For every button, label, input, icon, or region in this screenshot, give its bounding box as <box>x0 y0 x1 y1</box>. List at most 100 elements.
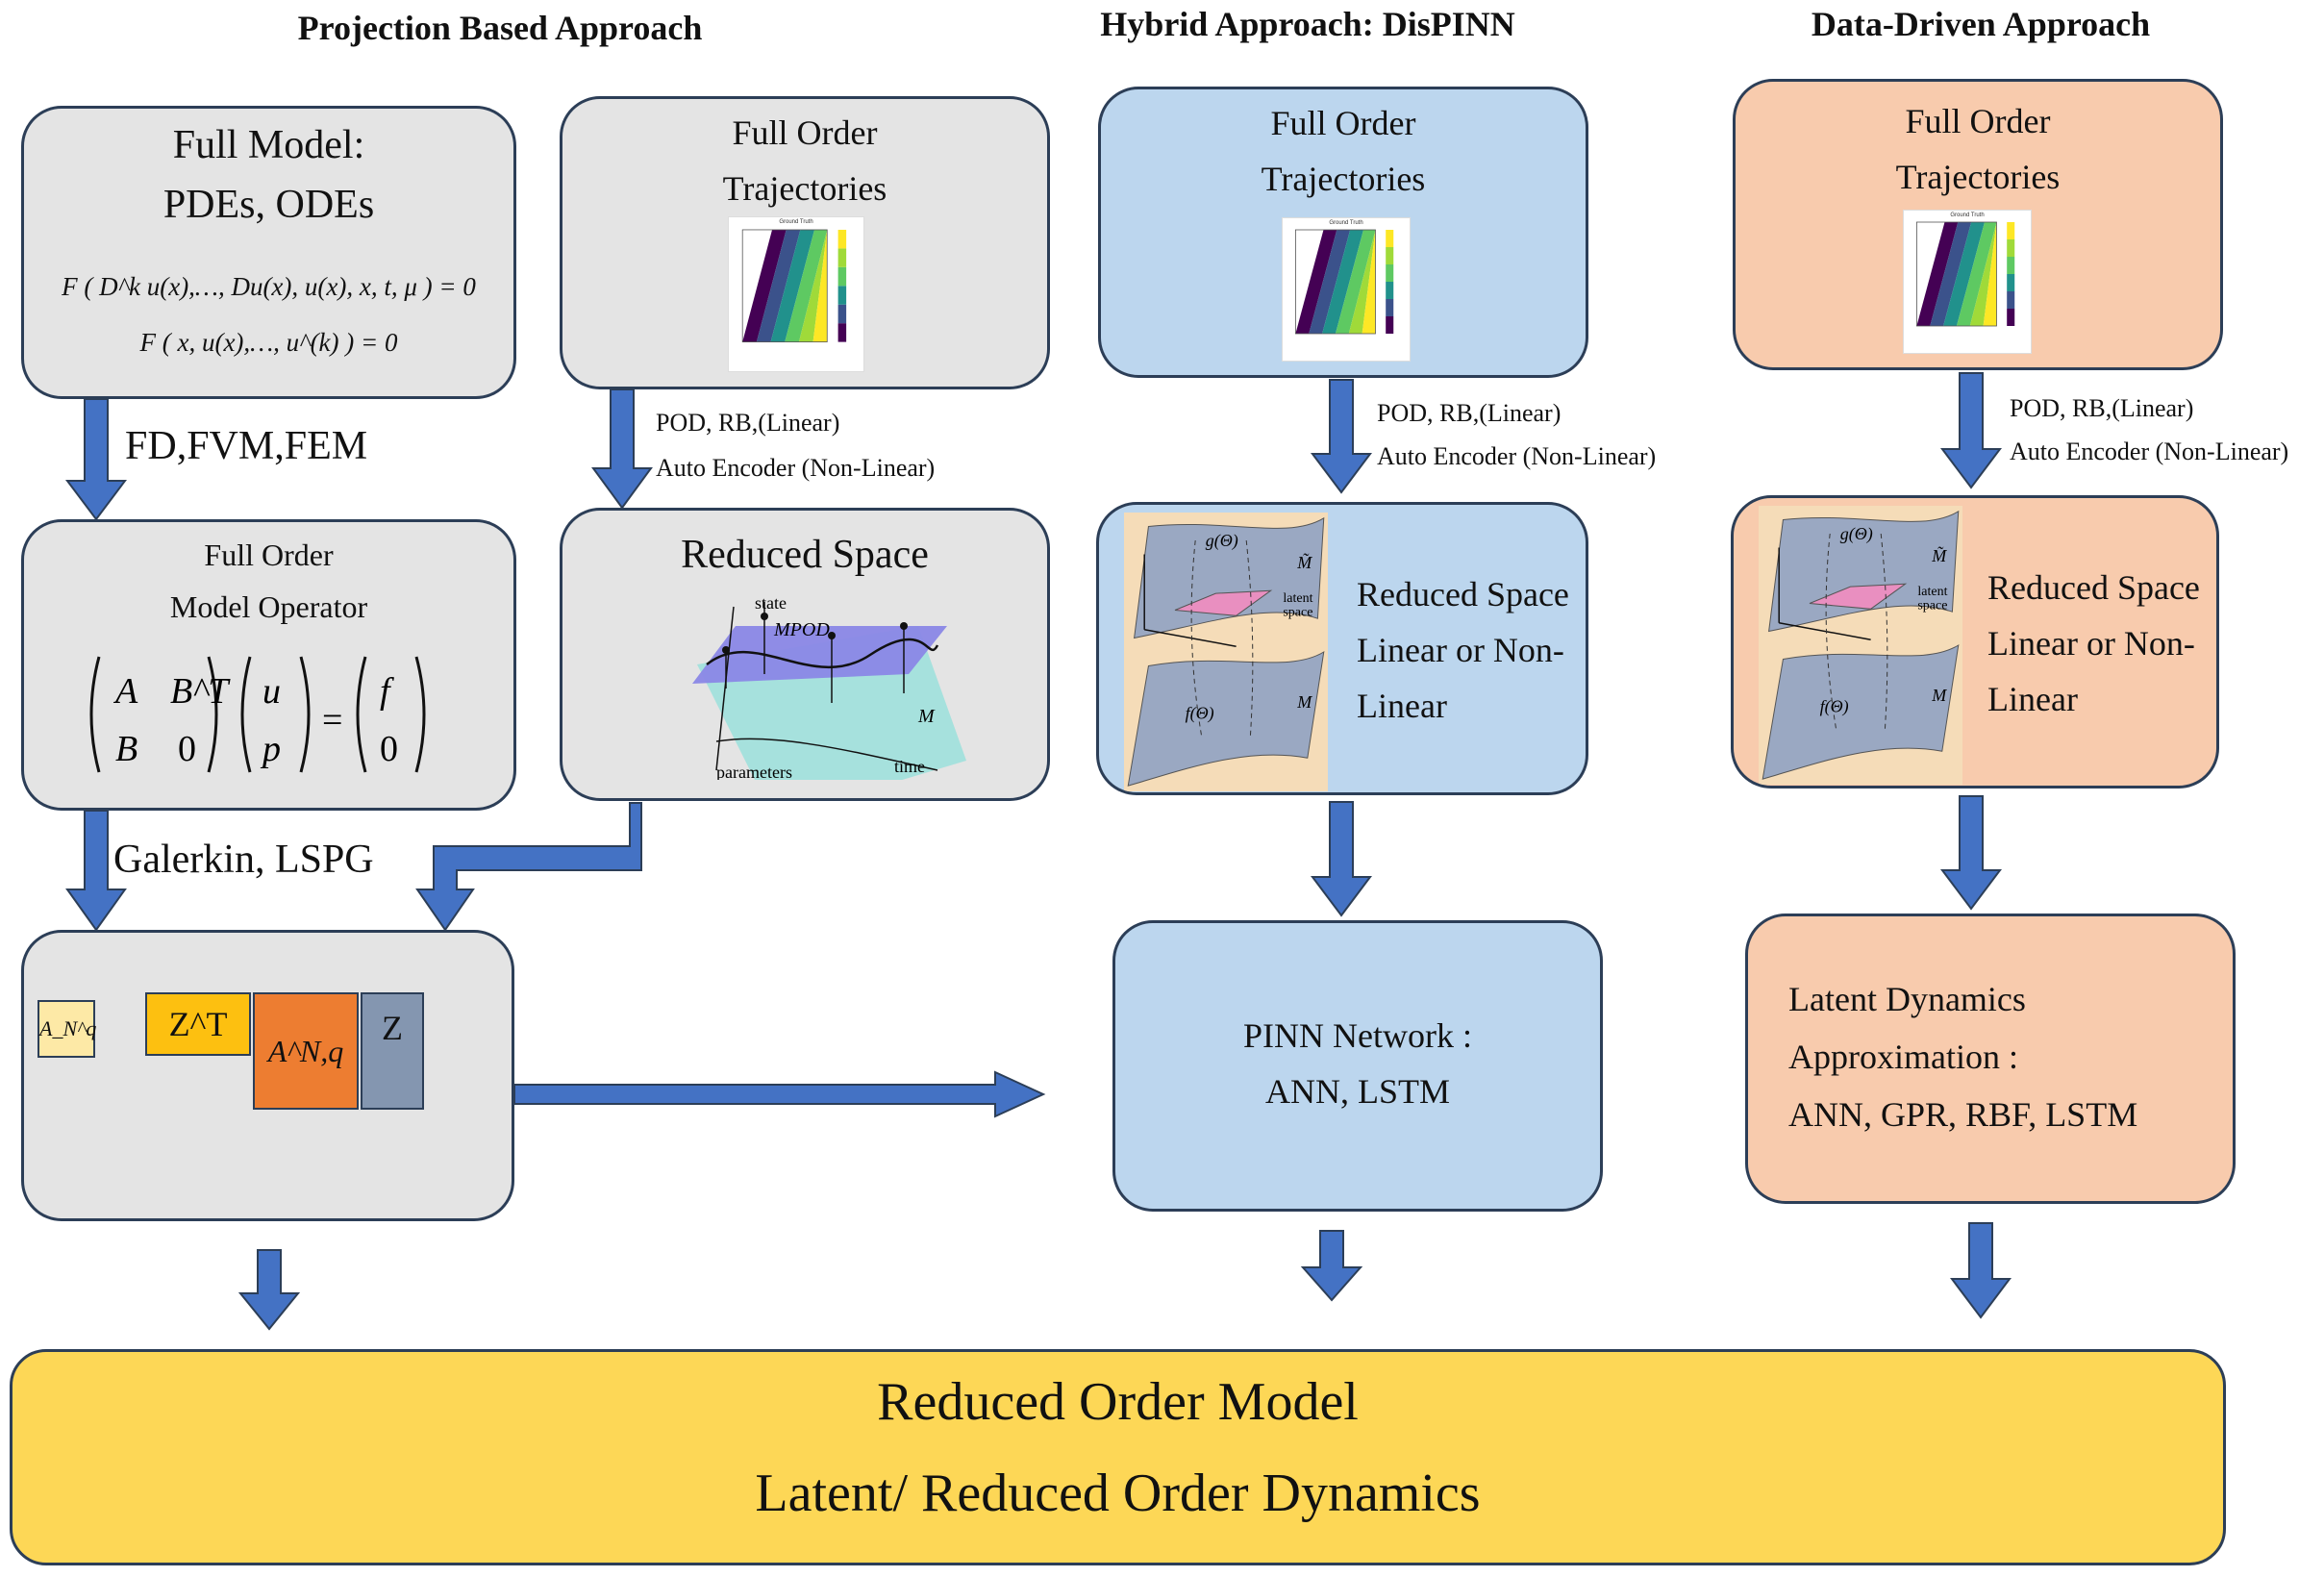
heatmap-title: Ground Truth <box>1329 220 1363 226</box>
latent-title: Latent Dynamics <box>1788 980 2026 1018</box>
vector-u: u <box>262 671 281 712</box>
discretization-label: FD,FVM,FEM <box>125 424 368 468</box>
rom-subtitle: Latent/ Reduced Order Dynamics <box>755 1464 1481 1523</box>
vector-p: p <box>260 729 281 769</box>
arrow-operator-to-opbox <box>65 810 127 932</box>
rs-mpod-label: MPOD <box>773 619 830 640</box>
pde-equation-2: F ( x, u(x),…, u^(k) ) = 0 <box>139 328 398 357</box>
fom-title: Full Order <box>204 538 334 572</box>
rs-m-label: M <box>917 706 936 727</box>
svg-text:=: = <box>322 700 342 740</box>
hybrid-rs-line-3: Linear <box>1357 687 1447 725</box>
arrow-fullmodel-to-operator <box>65 398 127 521</box>
dd-rs-line-1: Reduced Space <box>1987 568 2200 607</box>
hybrid-traj-subtitle: Trajectories <box>1261 160 1426 198</box>
heatmap-title: Ground Truth <box>1950 213 1985 218</box>
fom-matrix: A B^T B 0 u p = f 0 <box>89 656 426 773</box>
reduced-operator-box: A_N^q Z^T A^N,q Z <box>21 930 514 1221</box>
dd-traj-subtitle: Trajectories <box>1895 158 2061 196</box>
dd-traj-title: Full Order <box>1905 102 2051 140</box>
fom-subtitle: Model Operator <box>169 589 368 624</box>
reduced-space-title: Reduced Space <box>681 533 929 577</box>
heatmap-image: Ground Truth <box>1903 210 2032 354</box>
m-tilde-label: M̃ <box>1931 546 1947 565</box>
full-model-subtitle: PDEs, ODEs <box>162 183 375 227</box>
matrix-zero: 0 <box>178 729 196 769</box>
vector-f: f <box>380 671 394 712</box>
pinn-models: ANN, LSTM <box>1264 1072 1450 1111</box>
heatmap-image: Ground Truth <box>1282 217 1411 362</box>
hybrid-rs-line-2: Linear or Non- <box>1357 631 1564 669</box>
galerkin-label: Galerkin, LSPG <box>113 838 374 882</box>
pinn-title: PINN Network : <box>1243 1016 1472 1055</box>
rs-state-label: state <box>755 593 787 613</box>
space-label: space <box>1283 605 1312 619</box>
full-model-box: Full Model: PDEs, ODEs F ( D^k u(x),…, D… <box>21 106 516 399</box>
matrix-a: A <box>112 671 138 712</box>
f-label: f(Θ) <box>1186 704 1214 724</box>
arrow-hybrid-rs-to-pinn <box>1311 801 1372 917</box>
zt-block: Z^T <box>145 992 251 1056</box>
full-operator-block: A^N,q <box>253 992 359 1110</box>
m-label: M <box>1931 686 1947 705</box>
data-driven-header: Data-Driven Approach <box>1811 5 2151 43</box>
hybrid-traj-box: Full Order Trajectories Ground Truth <box>1098 87 1588 378</box>
arrow-traj-to-reduced <box>591 388 653 510</box>
projection-traj-title: Full Order <box>732 113 878 152</box>
pinn-box: PINN Network : ANN, LSTM <box>1112 920 1603 1212</box>
pod-manifold-diagram: state MPOD M parameters time <box>692 593 966 780</box>
heatmap-title: Ground Truth <box>779 219 813 225</box>
matrix-bt: B^T <box>170 671 231 712</box>
g-label: g(Θ) <box>1206 531 1238 551</box>
projection-traj-box: Full Order Trajectories Ground Truth <box>560 96 1050 389</box>
matrix-b: B <box>115 729 137 769</box>
arrow-pinn-to-rom <box>1300 1230 1363 1302</box>
arrow-latent-to-rom <box>1950 1222 2012 1319</box>
latent-models: ANN, GPR, RBF, LSTM <box>1788 1095 2138 1134</box>
dd-traj-box: Full Order Trajectories Ground Truth <box>1733 79 2223 370</box>
latent-subtitle: Approximation : <box>1788 1038 2018 1076</box>
arrow-opbox-to-pinn <box>513 1070 1046 1118</box>
arrow-dd-traj-to-rs <box>1940 372 2002 489</box>
g-label: g(Θ) <box>1840 524 1873 544</box>
m-tilde-label: M̃ <box>1296 553 1312 572</box>
reduced-space-box: Reduced Space state MPOD M parameters ti… <box>560 508 1050 801</box>
pde-equation-1: F ( D^k u(x),…, Du(x), u(x), x, t, μ ) =… <box>62 272 476 301</box>
hybrid-traj-title: Full Order <box>1270 104 1416 142</box>
rom-title: Reduced Order Model <box>877 1372 1359 1432</box>
fom-operator-box: Full Order Model Operator A B^T B 0 u p … <box>21 519 516 811</box>
dd-methods-2: Auto Encoder (Non-Linear) <box>2010 438 2289 465</box>
projection-methods-1: POD, RB,(Linear) <box>656 409 840 437</box>
z-block: Z <box>361 992 424 1110</box>
dd-rs-line-3: Linear <box>1987 680 2078 718</box>
arrow-reduced-to-opbox <box>415 802 642 932</box>
dd-rs-line-2: Linear or Non- <box>1987 624 2195 663</box>
dd-methods-1: POD, RB,(Linear) <box>2010 394 2194 422</box>
hybrid-methods-2: Auto Encoder (Non-Linear) <box>1377 442 1657 470</box>
hybrid-header: Hybrid Approach: DisPINN <box>1100 5 1515 43</box>
projection-header: Projection Based Approach <box>297 9 703 47</box>
full-model-title: Full Model: <box>172 123 365 167</box>
rom-box: Reduced Order Model Latent/ Reduced Orde… <box>10 1349 2226 1565</box>
projection-methods-2: Auto Encoder (Non-Linear) <box>656 454 936 482</box>
vector-zero: 0 <box>380 729 398 769</box>
m-label: M <box>1296 692 1312 712</box>
latent-label: latent <box>1283 591 1312 606</box>
arrow-hybrid-traj-to-rs <box>1311 379 1372 494</box>
rs-time-label: time <box>894 757 925 776</box>
heatmap-image: Ground Truth <box>728 216 864 372</box>
arrow-opbox-to-rom <box>237 1249 301 1331</box>
reduced-operator-block: A_N^q <box>37 1000 96 1058</box>
projection-traj-subtitle: Trajectories <box>722 169 887 208</box>
latent-label: latent <box>1917 585 1947 599</box>
hybrid-rs-line-1: Reduced Space <box>1357 575 1569 613</box>
rs-parameters-label: parameters <box>716 763 792 780</box>
space-label: space <box>1917 598 1947 613</box>
arrow-dd-rs-to-latent <box>1940 795 2002 911</box>
f-label: f(Θ) <box>1820 697 1849 717</box>
